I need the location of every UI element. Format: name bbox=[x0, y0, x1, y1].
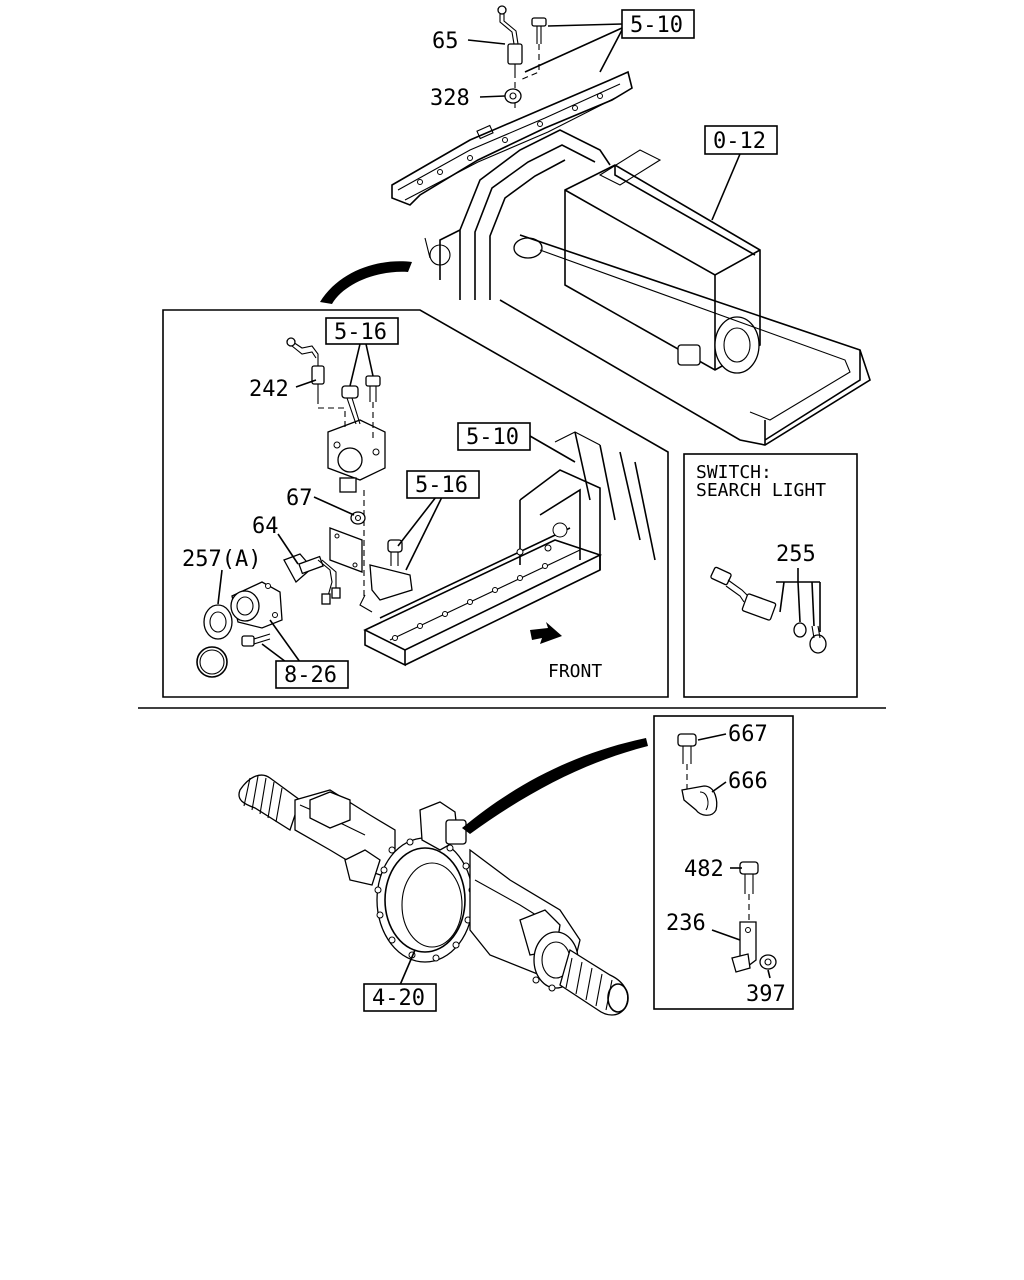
part-bolt-inset-b bbox=[387, 539, 403, 566]
ref-510-mid: 5-10 bbox=[466, 425, 519, 450]
ref-516-a: 5-16 bbox=[334, 320, 387, 345]
ref-box-826 bbox=[275, 660, 349, 689]
leader-255-1 bbox=[779, 581, 785, 613]
part-bolt-top bbox=[519, 17, 547, 81]
caption-search-light: SEARCH LIGHT bbox=[696, 480, 826, 501]
leader-236 bbox=[711, 929, 741, 941]
leader-255-3 bbox=[811, 581, 815, 627]
ref-box-012 bbox=[704, 125, 778, 155]
ref-box-510-mid bbox=[457, 422, 531, 451]
caption-front: FRONT bbox=[548, 661, 602, 682]
leader-328 bbox=[479, 95, 506, 98]
label-64: 64 bbox=[252, 514, 279, 539]
leader-516a-2 bbox=[365, 343, 374, 377]
part-65-switch bbox=[497, 5, 523, 110]
leader-516b-2 bbox=[405, 496, 443, 571]
label-482: 482 bbox=[684, 857, 724, 882]
ref-510-top: 5-10 bbox=[630, 13, 683, 38]
part-255-switch-search-light bbox=[710, 566, 827, 654]
leader-826-1 bbox=[261, 643, 287, 663]
part-397-nut bbox=[759, 954, 777, 970]
leader-64 bbox=[277, 533, 299, 565]
label-236: 236 bbox=[666, 911, 706, 936]
part-257a-cover-assembly bbox=[196, 581, 283, 678]
inset-panel-switch bbox=[162, 309, 669, 698]
inset-panel-search-light bbox=[683, 453, 858, 698]
ref-box-516-a bbox=[325, 317, 399, 345]
ref-420: 4-20 bbox=[372, 986, 425, 1011]
ref-012: 0-12 bbox=[713, 129, 766, 154]
leader-510-top-b bbox=[524, 27, 623, 73]
inset-frame-rail bbox=[363, 431, 656, 667]
part-242-switch bbox=[286, 337, 346, 430]
front-arrow-icon bbox=[530, 622, 562, 644]
leader-510-top-a bbox=[547, 23, 623, 27]
leader-65 bbox=[467, 39, 506, 45]
leader-516a-1 bbox=[349, 343, 361, 387]
part-482-bolt bbox=[739, 861, 759, 922]
label-257a: 257(A) bbox=[182, 547, 261, 572]
crossmember-top bbox=[391, 70, 633, 206]
part-bolt-826 bbox=[241, 633, 271, 647]
inset-panel-bracket bbox=[653, 715, 794, 1010]
ref-826: 8-26 bbox=[284, 663, 337, 688]
leader-012 bbox=[711, 153, 741, 221]
leader-826-2 bbox=[269, 619, 301, 663]
rear-axle-housing bbox=[238, 774, 629, 1016]
label-666: 666 bbox=[728, 769, 768, 794]
ref-box-516-b bbox=[406, 470, 480, 499]
leader-666 bbox=[711, 781, 727, 793]
label-328: 328 bbox=[430, 86, 470, 111]
label-65: 65 bbox=[432, 29, 459, 54]
leader-667 bbox=[697, 733, 727, 741]
leader-255-2 bbox=[797, 581, 801, 623]
leader-257a bbox=[217, 569, 223, 605]
callout-arc-bottom bbox=[462, 738, 648, 834]
label-255: 255 bbox=[776, 542, 816, 567]
label-397: 397 bbox=[746, 982, 786, 1007]
caption-switch: SWITCH: bbox=[696, 462, 772, 483]
leader-397 bbox=[767, 969, 771, 979]
ref-box-420 bbox=[363, 983, 437, 1012]
ref-516-b: 5-16 bbox=[415, 473, 468, 498]
leader-67 bbox=[313, 496, 355, 516]
part-328-nut bbox=[504, 88, 522, 104]
leader-242 bbox=[295, 379, 317, 388]
inset-plate bbox=[329, 527, 413, 613]
part-64-switch bbox=[283, 553, 341, 605]
part-666-clip bbox=[681, 785, 718, 816]
engine-block bbox=[499, 164, 871, 446]
part-67-nut bbox=[350, 511, 366, 525]
label-667: 667 bbox=[728, 722, 768, 747]
ref-box-510-top bbox=[621, 9, 695, 39]
inset-bracket-upper bbox=[327, 419, 386, 493]
label-67: 67 bbox=[286, 486, 313, 511]
leader-510-mid bbox=[529, 435, 576, 463]
callout-arc-top bbox=[320, 261, 412, 304]
label-242: 242 bbox=[249, 377, 289, 402]
leader-516b-1 bbox=[397, 496, 437, 547]
leader-420 bbox=[399, 949, 416, 986]
leader-510-top-c bbox=[599, 29, 623, 73]
part-667-bolt bbox=[677, 733, 697, 790]
frame-rails-top bbox=[424, 129, 662, 300]
part-236-bracket bbox=[731, 921, 757, 973]
